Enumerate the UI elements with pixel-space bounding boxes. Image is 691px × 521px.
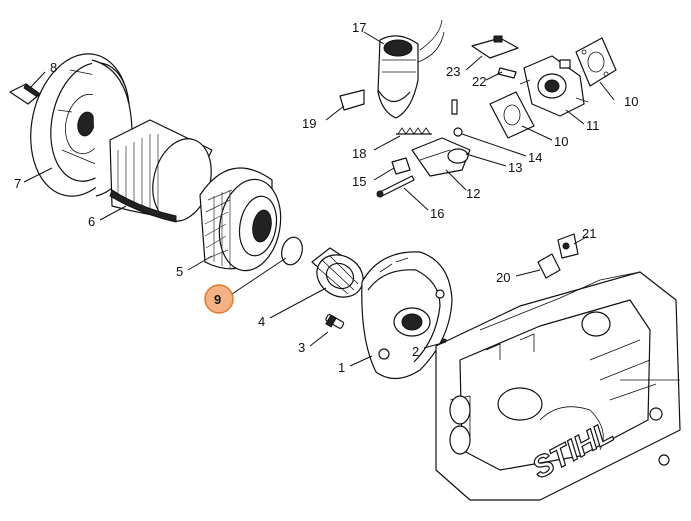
part-crankcase[interactable]: STIHL (435, 271, 681, 501)
part-guide[interactable] (557, 233, 579, 259)
part-screw[interactable] (325, 314, 345, 329)
part-small-screw[interactable] (451, 99, 463, 137)
callout-8: 8 (50, 60, 57, 75)
part-pre-filter[interactable] (109, 119, 220, 228)
callout-2: 2 (412, 344, 419, 359)
callout-15: 15 (352, 174, 366, 189)
callout-16: 16 (430, 206, 444, 221)
part-gasket-right[interactable] (575, 37, 617, 87)
part-gasket-lower[interactable] (489, 91, 535, 139)
part-adjust-screw[interactable] (497, 67, 517, 79)
callout-9: 9 (214, 292, 221, 307)
part-manifold[interactable] (377, 19, 445, 119)
callout-12: 12 (466, 186, 480, 201)
callout-7: 7 (14, 176, 21, 191)
callout-14: 14 (528, 150, 542, 165)
part-clip[interactable] (339, 89, 365, 111)
part-gasket[interactable] (279, 235, 306, 267)
part-carburetor[interactable] (519, 55, 589, 117)
callout-9-highlight[interactable]: 9 (204, 284, 234, 314)
callout-19: 19 (302, 116, 316, 131)
callout-18: 18 (352, 146, 366, 161)
callout-23: 23 (446, 64, 460, 79)
part-bolt[interactable] (376, 175, 415, 198)
part-filter-cage[interactable] (309, 247, 371, 306)
part-connector[interactable] (411, 137, 471, 177)
callout-20: 20 (496, 270, 510, 285)
callout-4: 4 (258, 314, 265, 329)
callout-3: 3 (298, 340, 305, 355)
part-spring[interactable] (396, 127, 432, 135)
callout-6: 6 (88, 214, 95, 229)
part-tensioner[interactable] (537, 253, 561, 279)
callout-1: 1 (338, 360, 345, 375)
part-sleeve[interactable] (391, 157, 411, 175)
callout-10-right: 10 (624, 94, 638, 109)
callout-21: 21 (582, 226, 596, 241)
leader-lines (23, 31, 615, 367)
callout-22: 22 (472, 74, 486, 89)
callout-10-lower: 10 (554, 134, 568, 149)
part-knob[interactable] (9, 83, 41, 105)
part-bracket[interactable] (471, 35, 519, 59)
callout-13: 13 (508, 160, 522, 175)
part-air-filter[interactable] (199, 167, 288, 276)
callout-11: 11 (586, 118, 600, 133)
callout-5: 5 (176, 264, 183, 279)
callout-labels: 8 7 6 5 9 4 3 1 2 17 19 18 15 16 12 13 1… (14, 20, 638, 375)
callout-17: 17 (352, 20, 366, 35)
